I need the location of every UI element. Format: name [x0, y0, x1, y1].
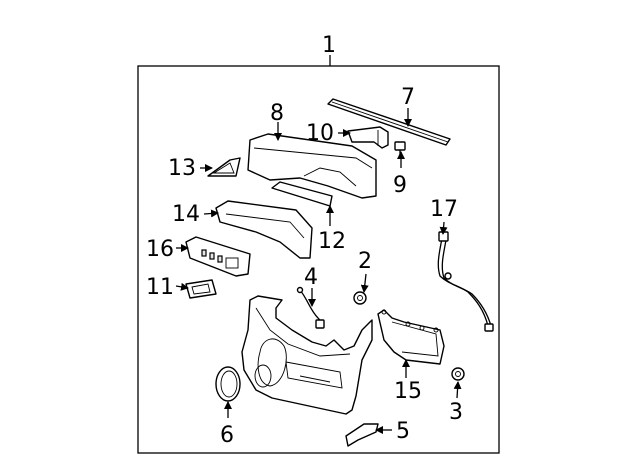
part-13-cover [207, 157, 241, 177]
callout-6: 6 [220, 423, 234, 448]
diagram-frame [137, 65, 500, 454]
callout-1: 1 [322, 33, 336, 58]
part-9-clip [394, 141, 406, 158]
part-11-handle-bezel [185, 279, 217, 299]
part-8-upper-trim [247, 133, 377, 199]
part-7-weatherstrip [327, 98, 451, 146]
callout-9: 9 [393, 173, 407, 198]
part-17-cable [437, 231, 494, 332]
callout-10: 10 [306, 121, 334, 146]
part-4-harness [296, 286, 325, 329]
callout-17: 17 [430, 197, 458, 222]
callout-14: 14 [172, 202, 200, 227]
part-15-pocket [377, 309, 445, 365]
leader-lines [175, 108, 462, 434]
callout-12: 12 [318, 229, 346, 254]
part-1-door-panel [241, 295, 373, 415]
callout-2: 2 [358, 249, 372, 274]
callout-13: 13 [168, 156, 196, 181]
part-2-screw [353, 291, 367, 305]
callout-16: 16 [146, 237, 174, 262]
part-6-speaker-grille [215, 366, 241, 402]
callout-15: 15 [394, 379, 422, 404]
callout-4: 4 [304, 265, 318, 290]
part-14-armrest-pad [215, 200, 313, 259]
callout-5: 5 [396, 419, 410, 444]
callout-7: 7 [401, 85, 415, 110]
part-12-trim-strip [271, 181, 333, 207]
part-3-push-pin [451, 367, 465, 381]
callout-3: 3 [449, 400, 463, 425]
part-5-reflector [345, 423, 379, 447]
callout-11: 11 [146, 275, 174, 300]
part-16-switch-bezel [185, 236, 251, 277]
part-10-bracket [347, 126, 389, 149]
callout-8: 8 [270, 101, 284, 126]
